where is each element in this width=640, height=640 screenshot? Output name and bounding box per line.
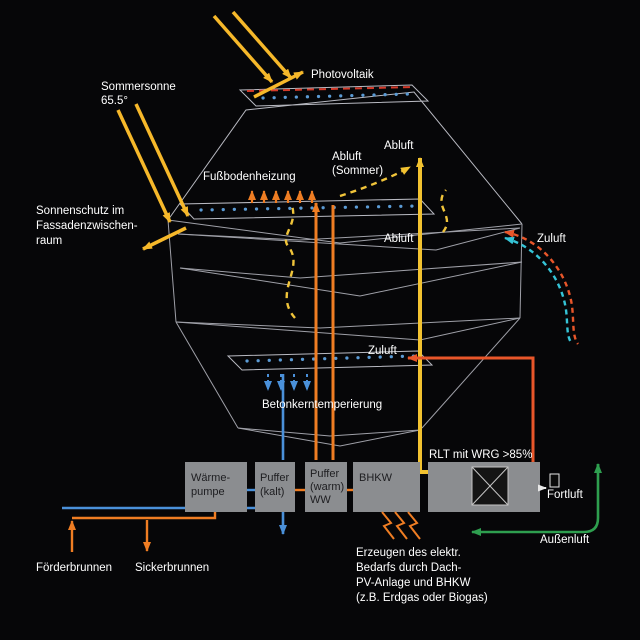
puffer-kalt-label-2: (kalt) (260, 486, 284, 498)
label-abluft-sommer-1: Abluft (332, 151, 362, 163)
waermepumpe-box (185, 462, 247, 512)
sun-ray-4 (134, 103, 190, 217)
label-fussbodenheizung: Fußbodenheizung (203, 171, 296, 183)
heating-risers (312, 202, 335, 460)
shading-pointer-arrow (142, 226, 187, 251)
exhaust-summer-dashed (284, 165, 449, 319)
puffer-warm-label-2: (warm) (310, 481, 344, 493)
wedge-1b (177, 227, 521, 241)
summer-exhaust-arrow (339, 165, 411, 198)
label-abluft-roof: Abluft (384, 140, 414, 152)
zuluft-supply-line (407, 354, 535, 462)
aussenluft-line (471, 464, 600, 536)
waermepumpe-label-2: pumpe (191, 486, 225, 498)
labels: Sommersonne 65.5° Photovoltaik Sonnensch… (36, 69, 590, 604)
label-rlt: RLT mit WRG >85% (429, 449, 532, 461)
bottom-wedge-a (237, 427, 421, 447)
sun-ray-3 (116, 109, 172, 223)
sun-rays (116, 10, 304, 251)
label-note-4: (z.B. Erdgas oder Biogas) (356, 592, 488, 604)
facade-right-upper (519, 223, 523, 319)
label-photovoltaik: Photovoltaik (311, 69, 374, 81)
label-betonkern: Betonkerntemperierung (262, 399, 382, 411)
facade-curve-cyan (504, 236, 574, 345)
electricity-bolts (381, 511, 421, 540)
pv-panel (246, 86, 414, 100)
facade-left-lower (175, 321, 239, 429)
label-note-3: PV-Anlage und BHKW (356, 577, 471, 589)
label-zuluft-facade: Zuluft (537, 233, 567, 245)
pv-pointer-arrow (253, 70, 304, 99)
exchanger-diagonal-2 (471, 466, 509, 506)
label-fortluft: Fortluft (547, 489, 584, 501)
label-sonnenschutz-2: Fassadenzwischen- (36, 220, 138, 232)
pv-red-strip (246, 86, 414, 92)
bhkw-label: BHKW (359, 472, 393, 484)
wedge-2b (179, 261, 523, 279)
floor-slab-heating (178, 198, 436, 220)
roof-slab (238, 84, 430, 107)
label-sickerbrunnen: Sickerbrunnen (135, 562, 209, 574)
label-sonnenschutz-1: Sonnenschutz im (36, 205, 124, 217)
summer-exhaust-curve-2 (440, 189, 449, 233)
puffer-kalt-label-1: Puffer (260, 472, 289, 484)
summer-exhaust-curve-1 (284, 205, 296, 319)
warm-water-line (72, 512, 217, 520)
bolt-icon (407, 511, 421, 540)
bottom-wedge-b (237, 427, 421, 437)
sun-ray-2 (231, 10, 293, 80)
upper-envelope-bottom (167, 219, 523, 244)
bolt-icon (381, 511, 395, 540)
fortluft-icon (549, 473, 560, 488)
label-note-2: Bedarfs durch Dach- (356, 562, 462, 574)
label-note-1: Erzeugen des elektr. (356, 547, 461, 559)
label-abluft-mid: Abluft (384, 233, 414, 245)
label-zuluft-supply: Zuluft (368, 345, 398, 357)
upper-envelope (167, 91, 523, 225)
label-foerderbrunnen: Förderbrunnen (36, 562, 112, 574)
wedge-1a (177, 227, 521, 251)
rlt-unit (428, 462, 540, 512)
label-sommersonne: Sommersonne (101, 81, 176, 93)
label-aussenluft: Außenluft (540, 534, 590, 546)
concrete-core (199, 204, 419, 460)
label-sonnenschutz-3: raum (36, 235, 62, 247)
facade-right-lower (421, 317, 521, 429)
plant-boxes: Wärme- pumpe Puffer (kalt) Puffer (warm)… (185, 462, 420, 512)
bhkw-box (353, 462, 420, 512)
wedge-3b (175, 317, 521, 329)
pv-cell-dots (261, 92, 411, 100)
floor-slab-core (226, 350, 434, 371)
building-wireframe (167, 84, 523, 447)
waermepumpe-label-1: Wärme- (191, 472, 230, 484)
sun-ray-1 (212, 14, 274, 84)
bolt-icon (394, 511, 408, 540)
puffer-warm-box (305, 462, 347, 512)
puffer-warm-label-1: Puffer (310, 468, 339, 480)
floor-heating-arrows (248, 190, 316, 203)
label-abluft-sommer-2: (Sommer) (332, 165, 383, 177)
facade-supply-curves (504, 229, 580, 345)
puffer-warm-label-3: WW (310, 494, 331, 506)
puffer-kalt-box (255, 462, 295, 512)
label-sun-angle: 65.5° (101, 95, 128, 107)
outside-air-lines (471, 463, 602, 536)
facade-curve-red (504, 229, 580, 345)
wedge-2a (179, 261, 523, 297)
